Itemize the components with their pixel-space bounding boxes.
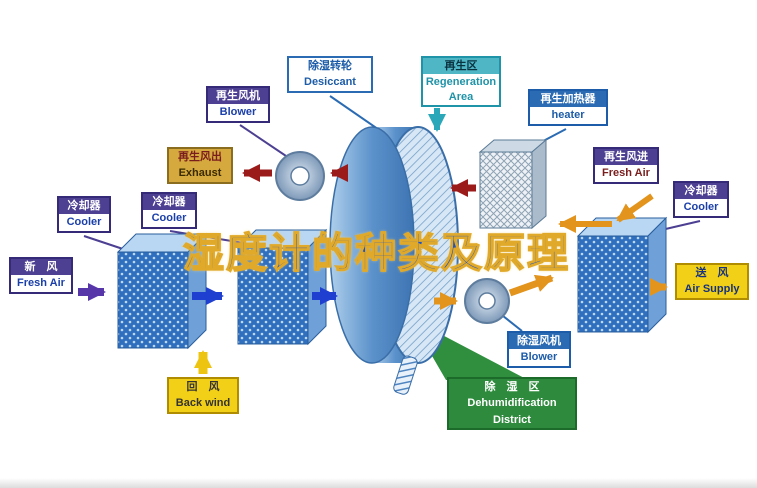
wheel-body <box>329 126 415 364</box>
label-cooler-left-outer-en: Cooler <box>59 214 109 231</box>
cooler-box-left-2 <box>236 228 328 346</box>
heat-exchanger <box>478 138 548 230</box>
callout-regen-blower <box>239 124 293 161</box>
label-air-supply-en: Air Supply <box>684 283 740 296</box>
label-regen-area-en: Regeneration Area <box>423 74 499 105</box>
callout-cooler-left-outer <box>83 235 127 251</box>
label-air-supply-zh: 送 风 <box>695 267 729 279</box>
label-fresh-air-in: 新 风 Fresh Air <box>9 257 73 294</box>
exchanger-front <box>479 151 533 229</box>
label-exhaust: 再生风出 Exhaust <box>167 147 233 184</box>
label-regen-fresh-air-en: Fresh Air <box>595 165 657 182</box>
regen-fan-hub <box>290 166 310 186</box>
label-desiccant: 除湿转轮 Desiccant <box>287 56 373 93</box>
label-exhaust-zh: 再生风出 <box>178 151 222 163</box>
bottom-shadow <box>0 478 757 488</box>
cooler-box-right <box>576 216 668 334</box>
label-cooler-left-outer: 冷却器 Cooler <box>57 196 111 233</box>
supply-fan <box>464 278 510 324</box>
label-cooler-right: 冷却器 Cooler <box>673 181 729 218</box>
supply-fan-hub <box>478 292 496 310</box>
label-desiccant-en: Desiccant <box>289 74 371 91</box>
label-air-supply: 送 风 Air Supply <box>675 263 749 300</box>
label-regen-fresh-air: 再生风进 Fresh Air <box>593 147 659 184</box>
arrow-fan-to-cooler <box>508 274 554 297</box>
label-back-wind: 回 风 Back wind <box>167 377 239 414</box>
label-dehumid-district-zh: 除 湿 区 <box>484 381 540 393</box>
box3-side <box>647 216 667 334</box>
wheel-mount <box>393 355 418 395</box>
label-regen-heater: 再生加热器 heater <box>528 89 608 126</box>
label-regen-blower-en: Blower <box>208 104 268 121</box>
label-cooler-left-inner-zh: 冷却器 <box>143 194 195 211</box>
label-dehumid-district: 除 湿 区 Dehumidification District <box>447 377 577 430</box>
label-fresh-air-in-en: Fresh Air <box>11 275 71 292</box>
label-cooler-right-en: Cooler <box>675 199 727 216</box>
label-regen-blower: 再生风机 Blower <box>206 86 270 123</box>
box2-front <box>237 247 309 345</box>
box1-front <box>117 251 189 349</box>
label-dehumid-district-en1: Dehumidification <box>467 397 557 410</box>
label-back-wind-en: Back wind <box>175 397 231 410</box>
box3-front <box>577 235 649 333</box>
callout-cooler-left-inner <box>169 230 251 245</box>
label-cooler-left-inner-en: Cooler <box>143 210 195 227</box>
cooler-box-left-1 <box>116 232 208 350</box>
label-regen-fresh-air-zh: 再生风进 <box>595 149 657 166</box>
regen-fan <box>275 151 325 201</box>
label-cooler-left-outer-zh: 冷却器 <box>59 198 109 215</box>
label-cooler-right-zh: 冷却器 <box>675 183 727 200</box>
label-regen-heater-en: heater <box>530 107 606 124</box>
label-dehumid-blower-zh: 除湿风机 <box>509 333 569 350</box>
label-regen-area-zh: 再生区 <box>423 58 499 75</box>
flow-arrows <box>78 108 668 374</box>
label-dehumid-blower: 除湿风机 Blower <box>507 331 571 368</box>
label-dehumid-district-en2: District <box>493 413 531 426</box>
exchanger-side <box>531 138 547 230</box>
label-fresh-air-in-zh: 新 风 <box>11 259 71 276</box>
label-exhaust-en: Exhaust <box>178 167 222 180</box>
label-desiccant-zh: 除湿转轮 <box>289 58 371 75</box>
label-dehumid-blower-en: Blower <box>509 349 569 366</box>
label-cooler-left-inner: 冷却器 Cooler <box>141 192 197 229</box>
label-back-wind-zh: 回 风 <box>186 381 220 393</box>
arrow-regen-fresh-air-down <box>616 193 654 223</box>
label-regen-heater-zh: 再生加热器 <box>530 91 606 108</box>
label-regen-area: 再生区 Regeneration Area <box>421 56 501 107</box>
page-title: 湿度计的种类及原理 <box>182 229 570 277</box>
label-regen-blower-zh: 再生风机 <box>208 88 268 105</box>
